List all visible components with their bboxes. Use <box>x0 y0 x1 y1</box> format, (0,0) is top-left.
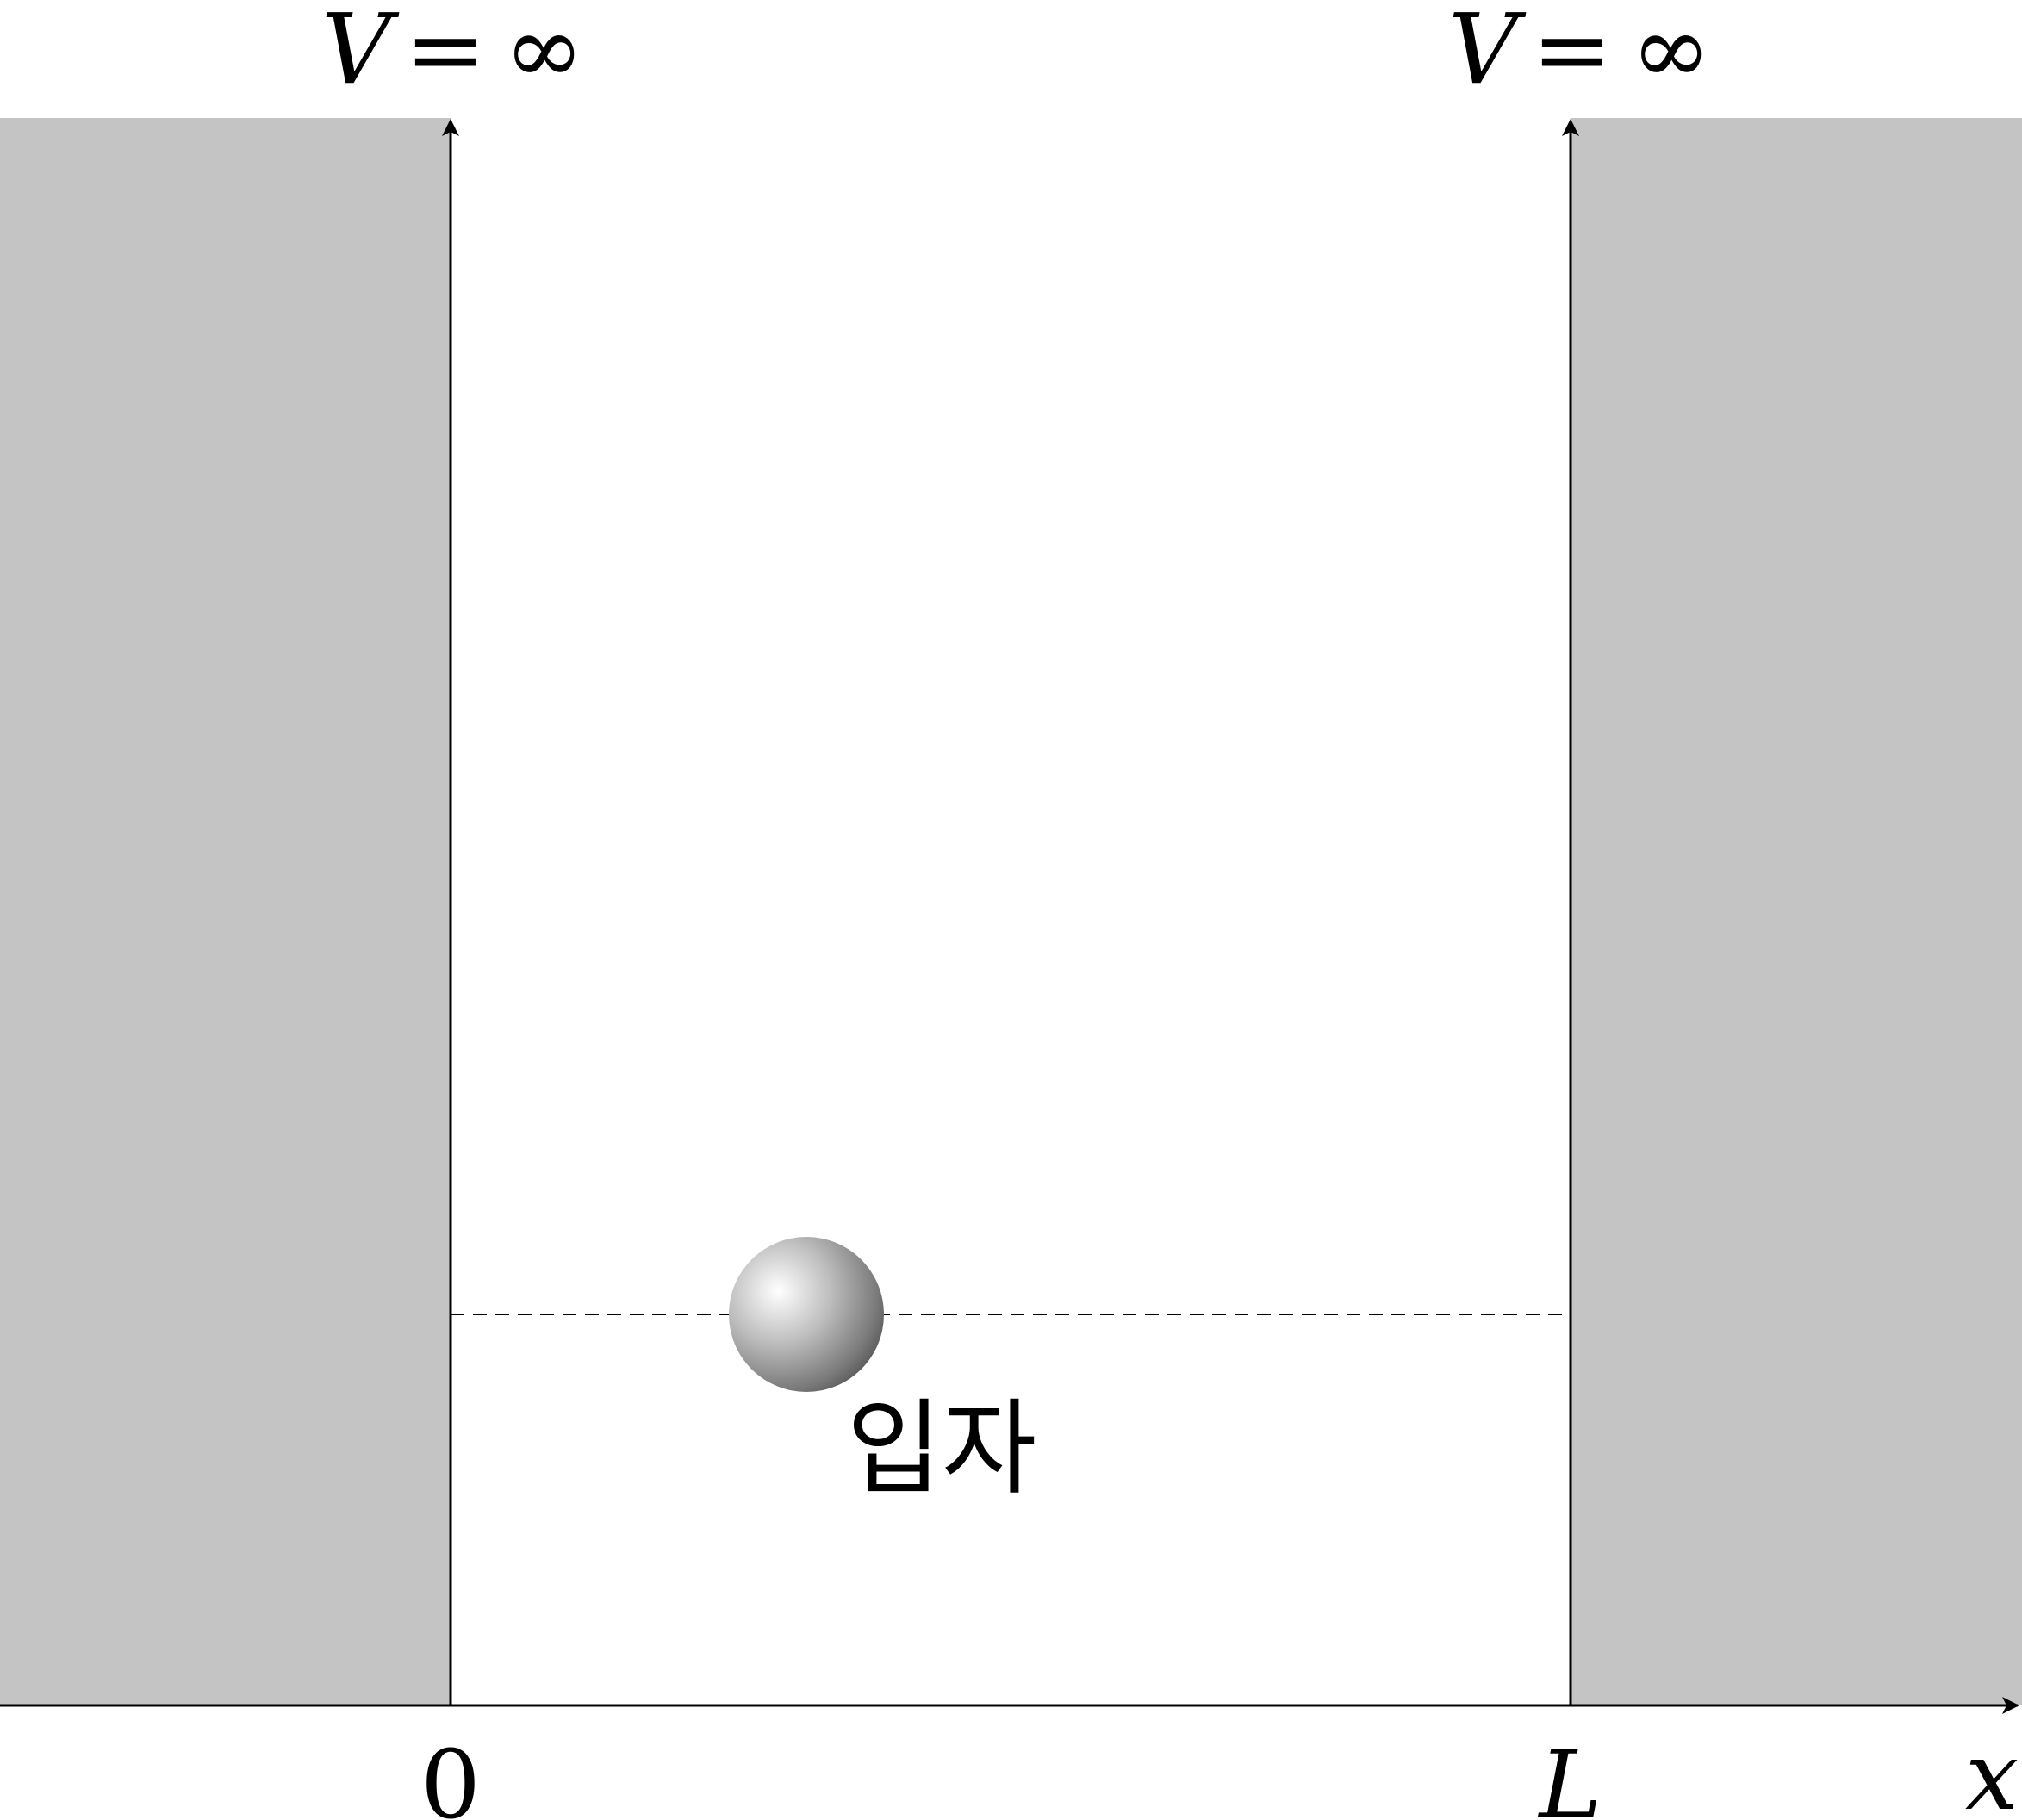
particle-ball <box>729 1237 884 1392</box>
right-potential-var: V <box>1448 0 1527 106</box>
origin-label: 0 <box>420 1730 481 1820</box>
right-wall-region <box>1571 118 2022 1705</box>
x-axis-label: x <box>1965 1721 2019 1820</box>
right-potential-label: V = ∞ <box>1448 0 1711 106</box>
right-potential-eq: = <box>1532 0 1613 106</box>
left-potential-var: V <box>321 0 400 106</box>
left-potential-val: ∞ <box>504 0 584 106</box>
left-potential-label: V = ∞ <box>321 0 584 106</box>
left-potential-eq: = <box>405 0 486 106</box>
right-wall-label: L <box>1537 1730 1602 1820</box>
left-wall-region <box>0 118 451 1705</box>
particle-label: 입자 <box>847 1389 1037 1509</box>
right-potential-val: ∞ <box>1631 0 1711 106</box>
